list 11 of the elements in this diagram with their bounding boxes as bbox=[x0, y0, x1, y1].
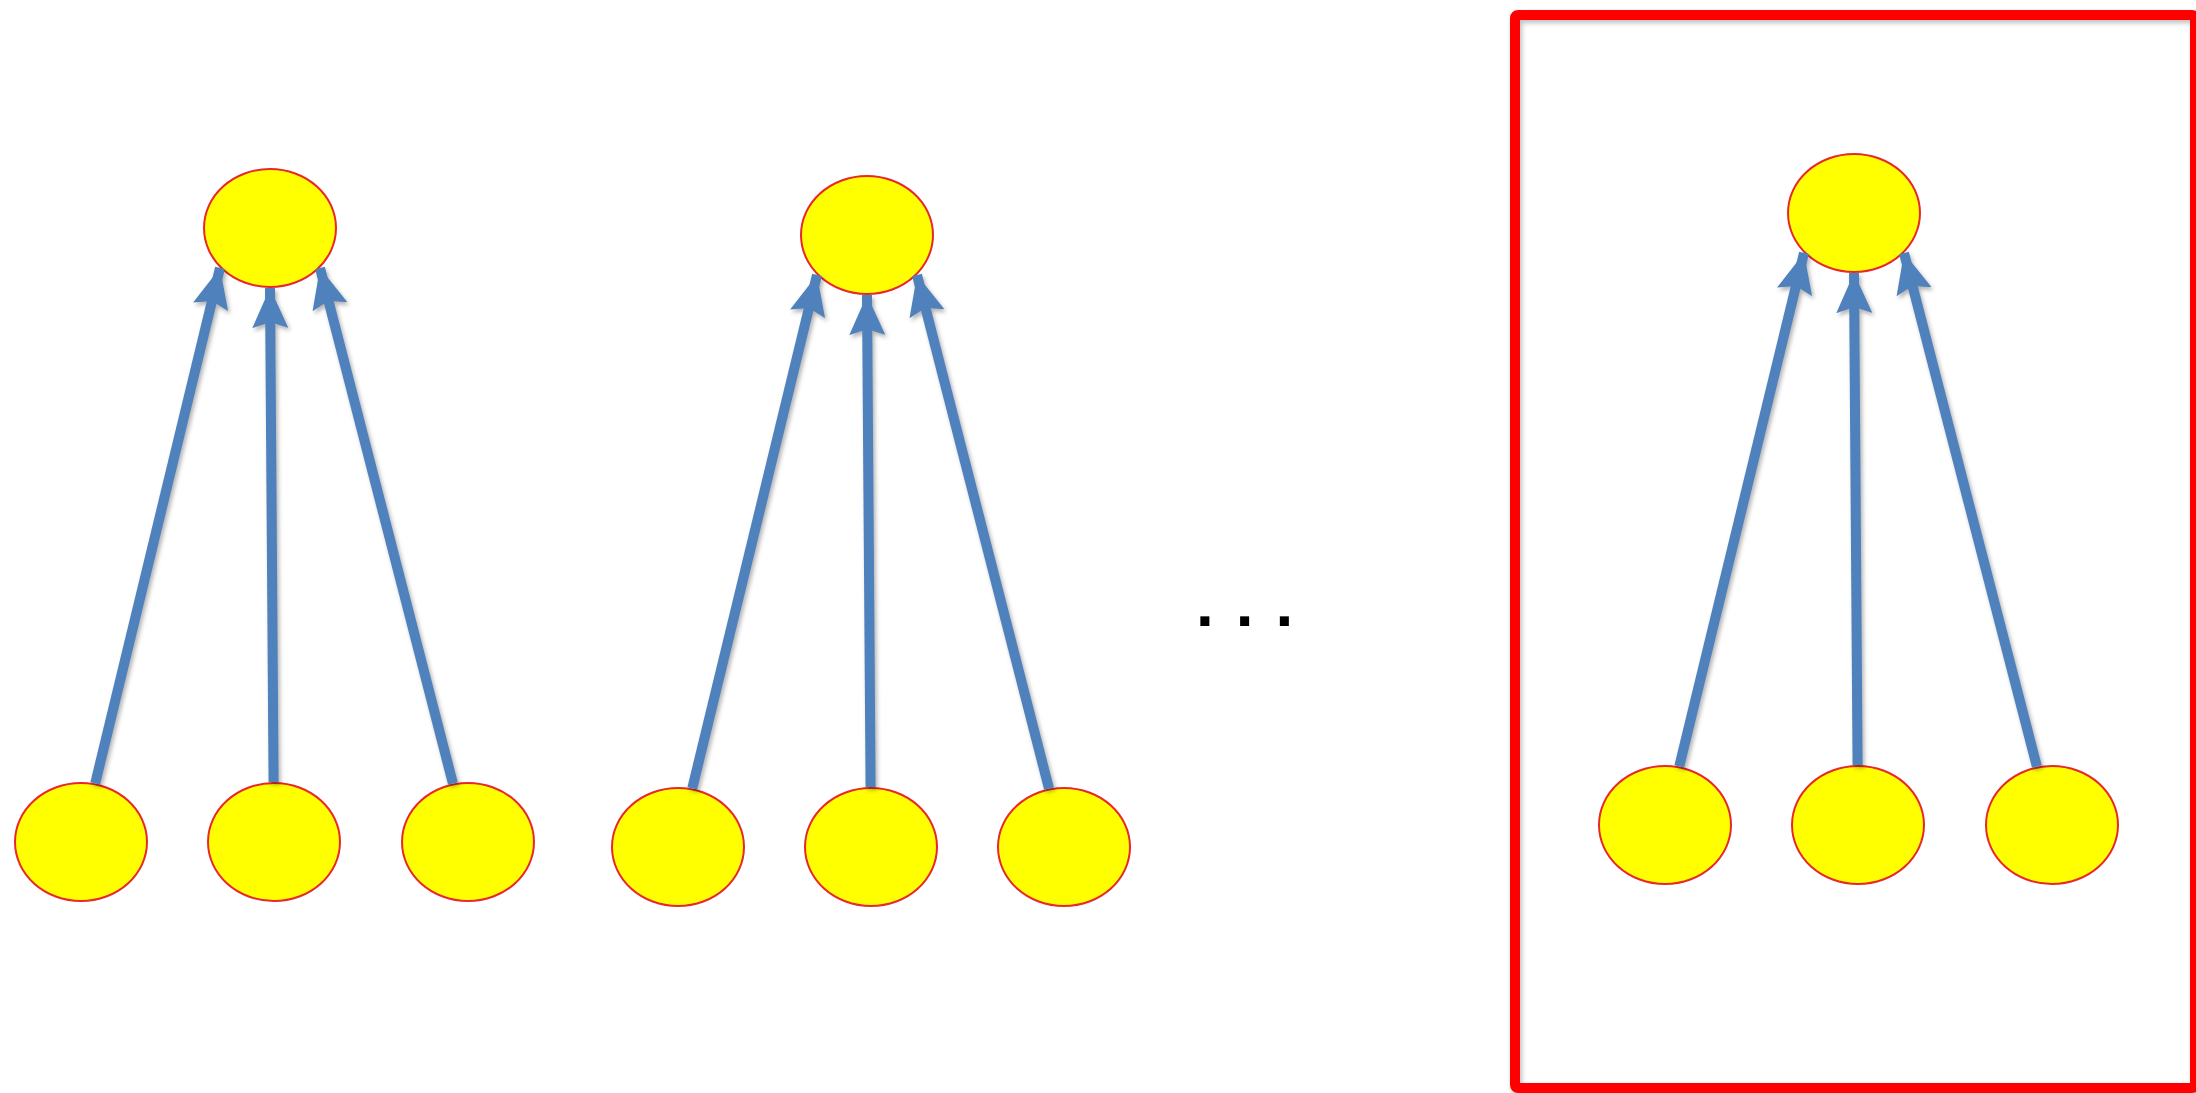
ellipsis-text: ... bbox=[1196, 572, 1316, 636]
arrow bbox=[90, 266, 229, 785]
arrow bbox=[312, 266, 458, 785]
arrow bbox=[909, 273, 1054, 790]
arrow bbox=[1836, 272, 1873, 766]
arrow bbox=[849, 294, 886, 788]
frame-box bbox=[1510, 10, 2196, 1093]
arrow bbox=[687, 273, 826, 790]
arrow bbox=[1674, 251, 1813, 768]
arrow bbox=[1896, 251, 2042, 768]
arrow bbox=[252, 287, 289, 783]
